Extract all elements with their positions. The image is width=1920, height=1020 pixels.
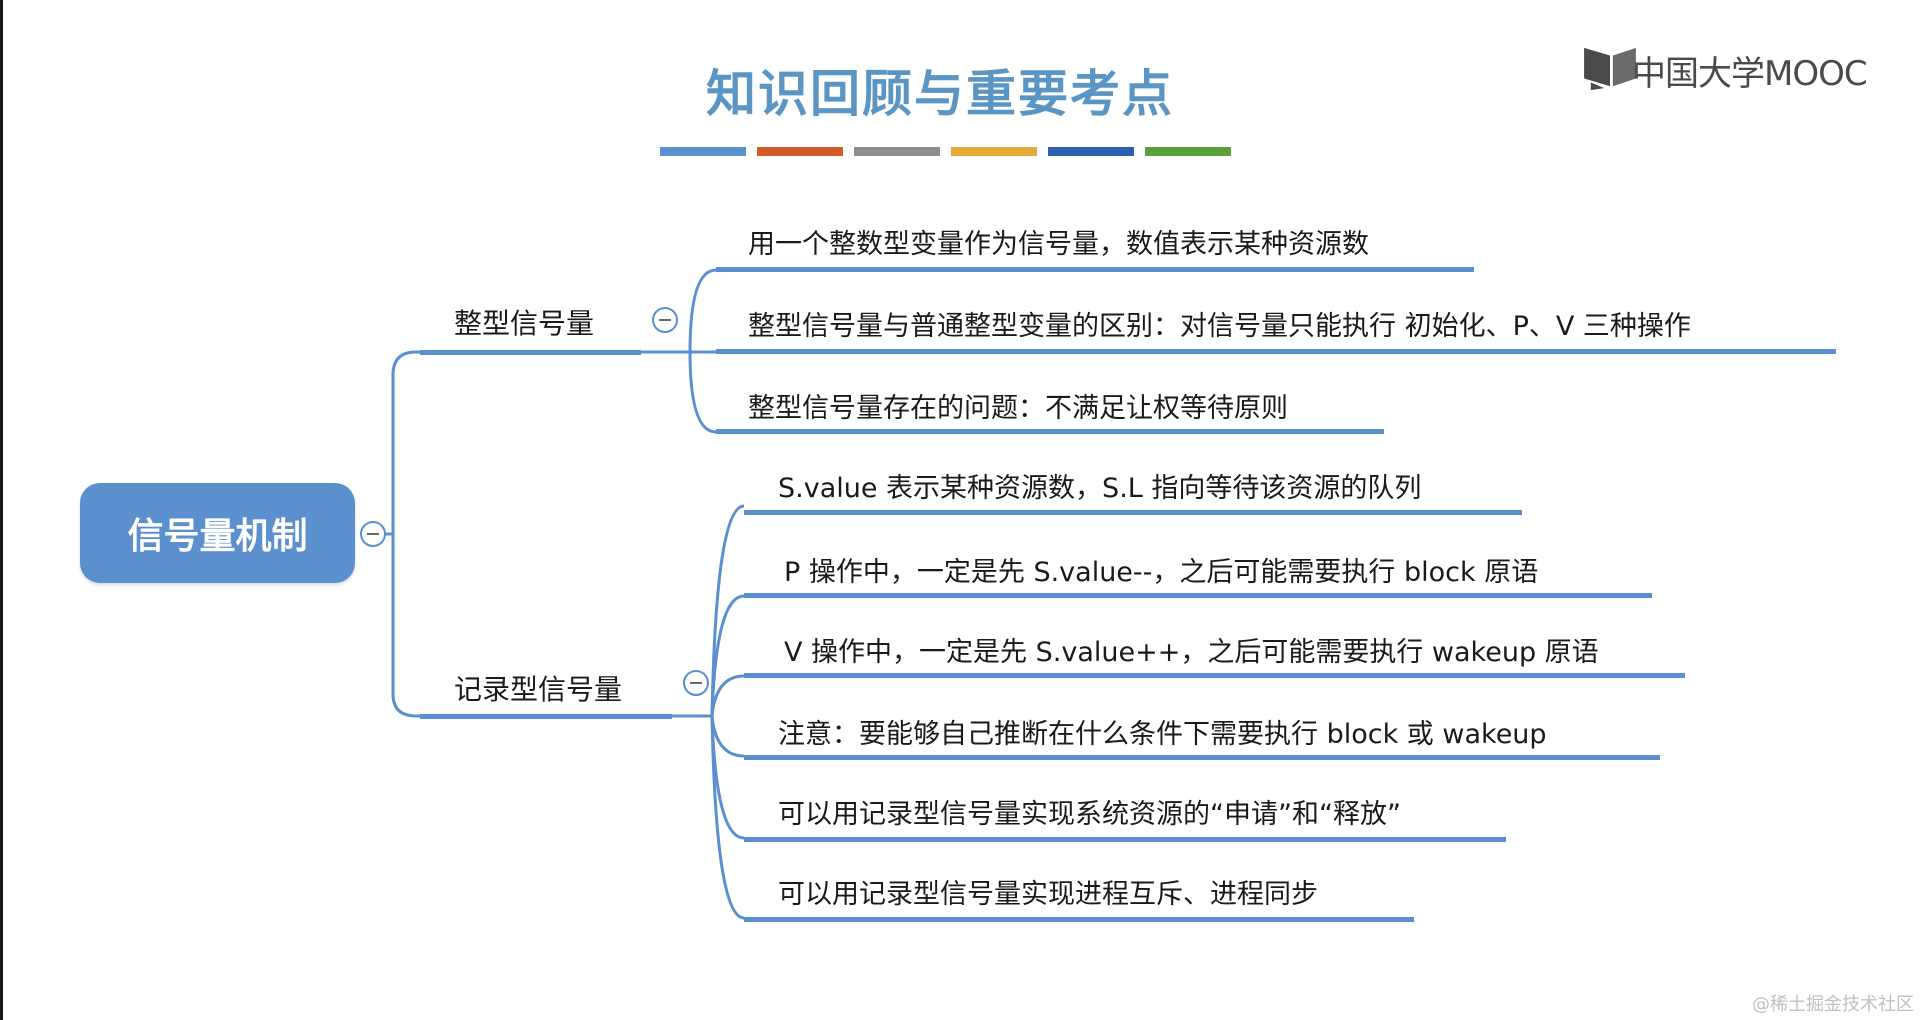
- branch-label-integer-semaphore[interactable]: 整型信号量: [454, 307, 595, 340]
- page-title: 知识回顾与重要考点: [706, 65, 1174, 123]
- leaf-underline: [744, 593, 1652, 598]
- leaf-item[interactable]: 用一个整数型变量作为信号量，数值表示某种资源数: [748, 229, 1369, 260]
- title-color-bar-4: [951, 147, 1037, 156]
- leaf-item[interactable]: 整型信号量存在的问题：不满足让权等待原则: [748, 393, 1288, 424]
- branch-label-record-semaphore[interactable]: 记录型信号量: [454, 673, 623, 706]
- leaf-item[interactable]: V 操作中，一定是先 S.value++，之后可能需要执行 wakeup 原语: [784, 637, 1599, 668]
- branch-underline: [420, 350, 641, 355]
- title-color-bar-6: [1145, 147, 1231, 156]
- branch-collapse-button[interactable]: [652, 307, 678, 333]
- leaf-underline: [716, 267, 1474, 272]
- leaf-item[interactable]: S.value 表示某种资源数，S.L 指向等待该资源的队列: [778, 473, 1422, 504]
- branch-collapse-button[interactable]: [683, 670, 709, 696]
- leaf-item[interactable]: 注意：要能够自己推断在什么条件下需要执行 block 或 wakeup: [778, 719, 1547, 750]
- title-color-bar-5: [1048, 147, 1134, 156]
- leaf-underline: [744, 837, 1506, 842]
- leaf-underline: [744, 673, 1685, 678]
- leaf-underline: [744, 917, 1414, 922]
- root-node[interactable]: 信号量机制: [80, 483, 355, 583]
- logo-text: 中国大学MOOC: [1632, 54, 1868, 94]
- leaf-item[interactable]: 整型信号量与普通整型变量的区别：对信号量只能执行 初始化、P、V 三种操作: [748, 311, 1691, 342]
- root-node-label: 信号量机制: [127, 516, 308, 557]
- leaf-underline: [716, 349, 1836, 354]
- leaf-item[interactable]: P 操作中，一定是先 S.value--，之后可能需要执行 block 原语: [784, 557, 1539, 588]
- window-edge: [0, 0, 3, 1020]
- mooc-logo-icon: [1584, 47, 1636, 91]
- leaf-item[interactable]: 可以用记录型信号量实现进程互斥、进程同步: [778, 879, 1318, 910]
- leaf-underline: [716, 429, 1384, 434]
- leaf-item[interactable]: 可以用记录型信号量实现系统资源的“申请”和“释放”: [778, 799, 1401, 830]
- leaf-underline: [744, 755, 1660, 760]
- title-color-bar-1: [660, 147, 746, 156]
- watermark: @稀土掘金技术社区: [1752, 994, 1914, 1015]
- title-color-bar-3: [854, 147, 940, 156]
- branch-underline: [420, 714, 672, 719]
- root-collapse-button[interactable]: [360, 521, 386, 547]
- leaf-underline: [744, 510, 1522, 515]
- title-color-bar-2: [757, 147, 843, 156]
